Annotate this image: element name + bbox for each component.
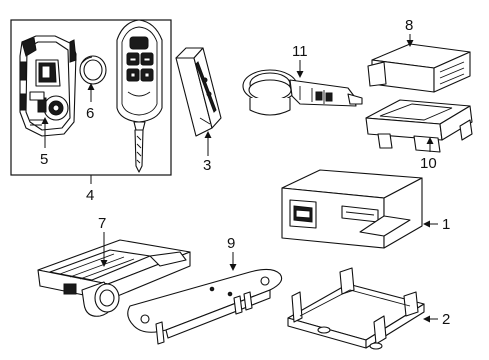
part-1-control-module <box>281 169 423 249</box>
part-8-module <box>367 43 471 93</box>
fob-button-top <box>129 36 149 50</box>
callout-3: 3 <box>203 157 211 174</box>
part-9-mounting-plate <box>127 268 283 345</box>
callout-10: 10 <box>420 155 437 172</box>
callout-8: 8 <box>405 17 413 34</box>
part-7-lock-housing <box>37 239 191 317</box>
callout-2: 2 <box>442 311 450 328</box>
key-fob-remote <box>116 19 163 173</box>
callout-4: 4 <box>86 187 94 204</box>
part-5-key-fob-housing <box>19 35 77 137</box>
part-11-immobilizer-antenna <box>242 69 363 116</box>
callout-7: 7 <box>98 215 106 232</box>
callout-6: 6 <box>86 105 94 122</box>
callout-1: 1 <box>442 216 450 233</box>
part-2-bracket-tray <box>287 267 425 350</box>
callout-9: 9 <box>227 235 235 252</box>
part-6-coin-battery <box>79 55 107 85</box>
part-10-bracket <box>365 99 473 153</box>
leader-lines <box>41 34 438 323</box>
part-3-sensor <box>175 47 222 137</box>
callout-11: 11 <box>292 43 308 60</box>
callout-5: 5 <box>40 151 48 168</box>
